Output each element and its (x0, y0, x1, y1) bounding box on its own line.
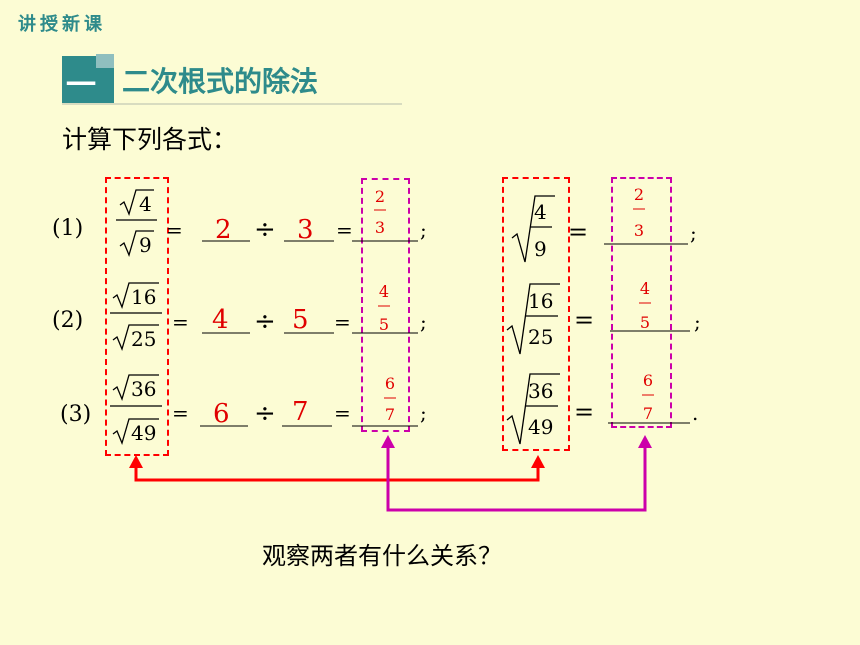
right-num-2: 16 (528, 289, 553, 313)
red-arrowhead-right (531, 455, 545, 468)
left-fraction-1: 4 9 (116, 189, 157, 257)
r-result-den-2: 5 (640, 313, 650, 332)
equals-r-2: = (574, 306, 594, 334)
sqrt-sign-num-1 (119, 189, 154, 216)
big-sqrt-2 (506, 283, 560, 355)
right-num-1: 4 (534, 200, 547, 224)
right-root-1: 4 9 (511, 195, 555, 263)
sqrt-sign-den-3 (112, 418, 159, 445)
answer-a-1: 2 (215, 215, 232, 245)
right-den-2: 25 (528, 325, 553, 349)
right-den-3: 49 (528, 415, 553, 439)
divide-1: ÷ (254, 215, 276, 245)
magenta-arrowhead-right (638, 435, 652, 448)
question-text: 观察两者有什么关系？ (262, 542, 502, 570)
left-den-3: 49 (131, 421, 156, 445)
red-arrowhead-left (129, 455, 143, 468)
big-sqrt-1 (511, 195, 555, 263)
answer-b-3: 7 (292, 397, 309, 427)
answer-b-1: 3 (297, 215, 314, 245)
title-rule (62, 103, 402, 105)
row-2-label: (2) (52, 308, 84, 333)
equals-r-3: = (574, 398, 594, 426)
equals-1b: = (336, 218, 353, 242)
section-number: 一 (66, 68, 96, 103)
sqrt-sign-num-2 (112, 282, 159, 309)
semicolon-1: ; (420, 218, 427, 242)
sqrt-sign-den-1 (119, 230, 154, 257)
row-1-label: (1) (52, 216, 84, 241)
right-root-box (502, 177, 570, 451)
equals-r-1: = (568, 218, 588, 246)
magenta-connector-line (386, 442, 647, 512)
right-root-2: 16 25 (506, 283, 560, 355)
right-result-box (611, 177, 672, 428)
right-num-3: 36 (528, 379, 553, 403)
left-num-3: 36 (131, 377, 156, 401)
row-3-label: (3) (60, 402, 92, 427)
right-root-3: 36 49 (506, 373, 560, 445)
equals-3b: = (334, 401, 351, 425)
r-result-den-3: 7 (643, 404, 653, 423)
section-title: 二次根式的除法 (122, 65, 319, 98)
right-den-1: 9 (534, 237, 547, 261)
left-result-box (361, 178, 410, 432)
result-den-1: 3 (375, 218, 385, 237)
equals-3a: = (172, 401, 189, 425)
title-decoration (96, 54, 114, 68)
result-den-2: 5 (379, 315, 389, 334)
r-result-num-1: 2 (634, 185, 644, 204)
equals-1a: = (166, 218, 183, 242)
answer-a-3: 6 (213, 399, 230, 429)
left-den-2: 25 (131, 327, 156, 351)
left-fraction-2: 16 25 (110, 282, 162, 351)
left-num-2: 16 (131, 285, 156, 309)
r-result-num-2: 4 (640, 279, 650, 298)
r-result-den-1: 3 (634, 221, 644, 240)
semicolon-3: ; (420, 401, 427, 425)
equals-2b: = (334, 310, 351, 334)
semicolon-2: ; (420, 310, 427, 334)
answer-a-2: 4 (212, 305, 229, 335)
prompt-text: 计算下列各式： (62, 125, 238, 154)
sqrt-sign-num-3 (112, 374, 159, 401)
divide-2: ÷ (254, 307, 276, 337)
sqrt-sign-den-2 (112, 324, 159, 351)
left-quotient-box (105, 177, 169, 456)
result-num-1: 2 (375, 187, 385, 206)
answer-b-2: 5 (292, 305, 309, 335)
corner-label: 讲授新课 (18, 14, 106, 35)
result-num-3: 6 (385, 374, 395, 393)
result-num-2: 4 (379, 282, 389, 301)
semicolon-r-2: ; (694, 310, 701, 334)
divide-3: ÷ (254, 399, 276, 429)
left-den-1: 9 (139, 233, 152, 257)
period-r-3: . (692, 401, 698, 425)
big-sqrt-3 (506, 373, 560, 445)
r-result-num-3: 6 (643, 371, 653, 390)
red-connector-line (134, 462, 540, 482)
left-num-1: 4 (139, 192, 152, 216)
magenta-arrowhead-left (381, 435, 395, 448)
result-den-3: 7 (385, 405, 395, 424)
semicolon-r-1: ; (690, 221, 697, 245)
left-fraction-3: 36 49 (110, 374, 162, 445)
equals-2a: = (172, 310, 189, 334)
